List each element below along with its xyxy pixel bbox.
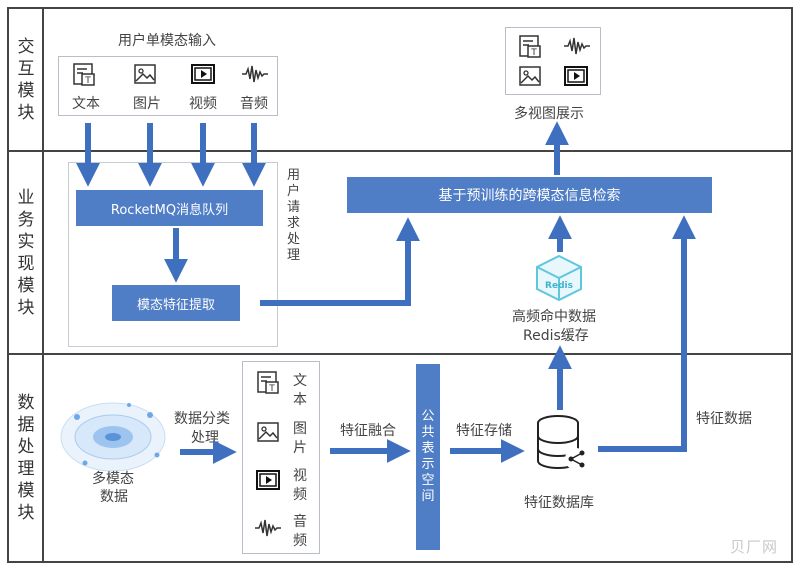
input-item-text: 文本 [72,96,100,112]
display-video-icon [564,66,588,86]
redis-label-line1: 高频命中数据 [512,309,596,325]
video-icon [191,64,215,84]
section-label-char: 块 [17,503,35,523]
label-column-divider [42,7,44,563]
data-item-char: 本 [293,392,307,408]
section-divider-2 [7,353,793,355]
data-item-char: 音 [293,514,307,530]
input-title: 用户单模态输入 [118,33,216,49]
data-audio-icon [255,519,281,537]
text-icon: T [73,63,95,86]
storage-label: 特征存储 [456,423,512,439]
data-item-char: 片 [293,440,307,456]
multi-view-label: 多视图展示 [514,106,584,122]
input-item-audio: 音频 [240,96,268,112]
data-item-video: 视频 [293,467,307,505]
data-item-audio: 音频 [293,513,307,551]
data-item-char: 频 [293,487,307,503]
section-label-char: 据 [17,415,35,435]
multimodal-data-line1: 多模态 [92,471,134,487]
common-space-label-char: 空 [421,473,435,488]
section-label-interaction: 交互模块 [9,9,43,150]
user-request-label-char: 理 [287,248,301,263]
cross-modal-retrieval: 基于预训练的跨模态信息检索 [347,177,712,213]
feature-extraction: 模态特征提取 [112,285,240,321]
rocketmq-queue: RocketMQ消息队列 [76,190,263,226]
data-item-char: 文 [293,373,307,389]
section-label-char: 现 [17,253,35,274]
data-text-icon: T [257,371,279,394]
data-item-char: 视 [293,468,307,484]
data-item-text: 文本 [293,372,307,410]
display-image-icon [519,66,541,86]
section-label-business: 业务实现模块 [9,152,43,353]
user-request-label-char: 户 [287,184,301,199]
common-space-bar: 公共表示空间 [416,364,440,550]
data-item-image: 图片 [293,420,307,458]
user-request-label-char: 请 [287,200,301,215]
database-label: 特征数据库 [524,495,594,511]
redis-icon-text: Redis [545,281,573,291]
section-label-char: 块 [17,102,35,123]
image-icon [134,64,156,84]
data-item-char: 频 [293,533,307,549]
section-label-char: 务 [17,209,35,230]
classify-label-line2: 处理 [191,430,219,446]
section-label-char: 业 [17,187,35,208]
display-audio-icon [564,37,590,55]
section-label-char: 块 [17,297,35,318]
redis-label-line2: Redis缓存 [523,328,589,344]
data-item-char: 图 [293,421,307,437]
svg-text:T: T [530,48,537,58]
section-label-char: 理 [17,459,35,479]
classify-label-line1: 数据分类 [174,411,230,427]
multimodal-data-graphic [60,402,166,472]
watermark: 贝厂网 [729,538,778,556]
common-space-label-char: 示 [421,457,435,472]
arrow-extract-retrieval [260,217,420,306]
common-space-label-char: 共 [421,425,435,440]
section-label-char: 处 [17,437,35,457]
section-label-char: 模 [17,275,35,296]
redis-cube-icon: Redis [536,254,582,302]
fusion-label: 特征融合 [340,423,396,439]
section-label-char: 模 [17,80,35,101]
section-label-data: 数据处理模块 [9,355,43,561]
user-request-label: 用户请求处理 [287,168,300,264]
data-modality-box [242,361,320,554]
input-item-image: 图片 [133,96,161,112]
common-space-label-char: 间 [421,489,435,504]
section-label-char: 数 [17,393,35,413]
display-text-icon: T [519,35,541,58]
user-request-label-char: 求 [287,216,301,231]
input-item-video: 视频 [189,96,217,112]
data-video-icon [256,470,280,490]
data-image-icon [257,422,279,442]
multimodal-data-line2: 数据 [100,489,128,505]
section-label-char: 互 [17,58,35,79]
diagram-frame [7,7,793,563]
user-request-label-char: 处 [287,232,301,247]
svg-text:T: T [84,76,91,86]
common-space-label-char: 表 [421,441,435,456]
database-icon [537,415,587,470]
common-space-label: 公共表示空间 [421,409,434,505]
feature-data-label: 特征数据 [696,411,752,427]
section-label-char: 模 [17,481,35,501]
arrow-db-retrieval [598,215,696,452]
section-label-char: 实 [17,231,35,252]
svg-text:T: T [268,384,275,394]
section-divider-1 [7,150,793,152]
common-space-label-char: 公 [421,409,435,424]
input-modality-box [58,56,278,116]
section-label-char: 交 [17,36,35,57]
audio-icon [242,65,268,83]
user-request-label-char: 用 [287,168,301,183]
